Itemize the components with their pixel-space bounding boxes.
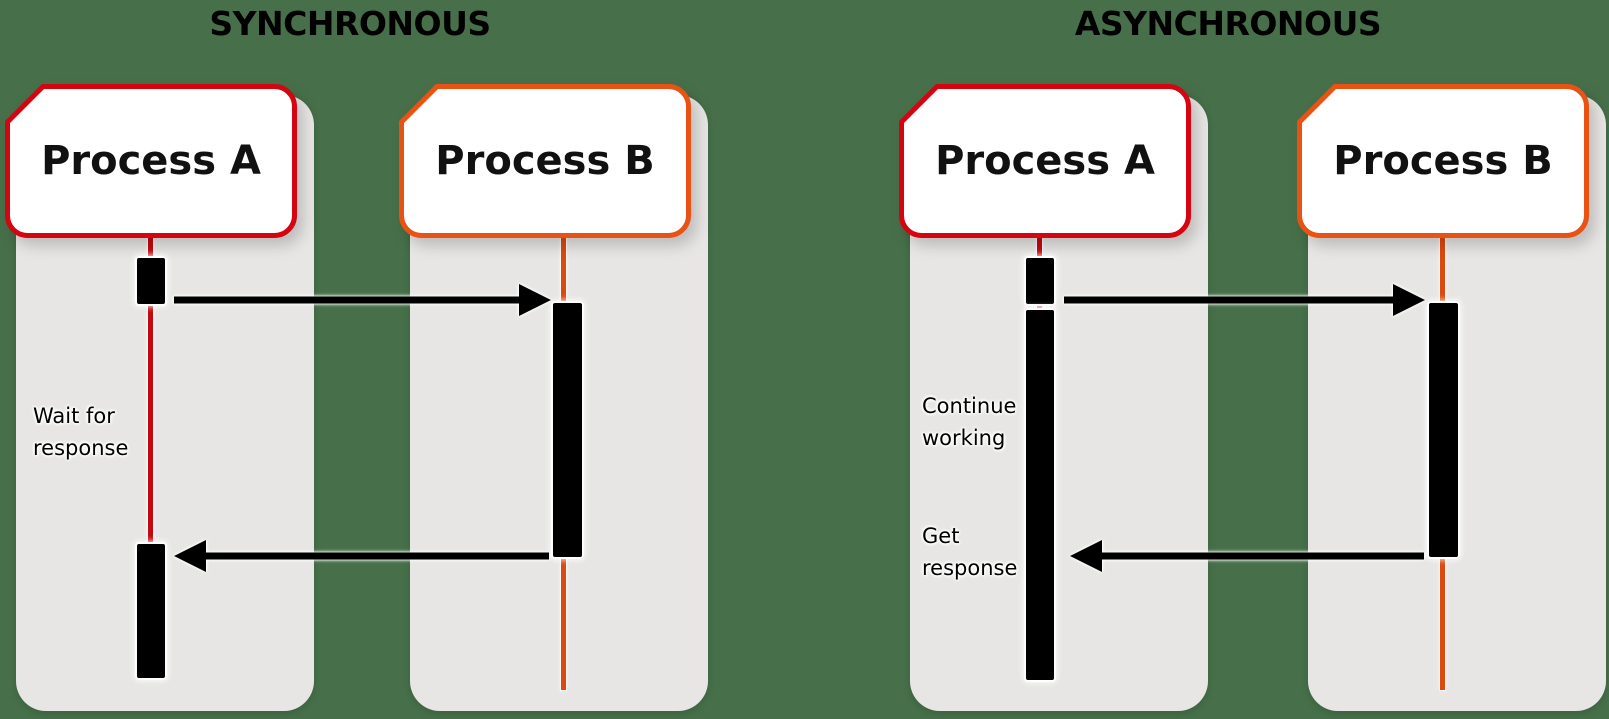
wait-for-response-label: Wait for response	[33, 400, 128, 464]
async-process-a-activation-bar-1	[1026, 258, 1054, 304]
annotation-line: working	[922, 426, 1006, 450]
annotation-line: response	[922, 556, 1018, 580]
arrowhead-left-icon	[1070, 540, 1102, 572]
sync-process-a-box: Process A	[5, 84, 297, 238]
arrowhead-left-icon	[174, 540, 206, 572]
process-box-shape	[1297, 84, 1589, 238]
async-process-a-activation-bar-2	[1026, 310, 1054, 680]
annotation-line: Wait for	[33, 404, 115, 428]
process-box-shape	[399, 84, 691, 238]
sync-request-arrow	[174, 284, 551, 316]
annotation-line: Continue	[922, 394, 1017, 418]
process-label: Process A	[935, 138, 1155, 184]
async-request-arrow	[1064, 284, 1425, 316]
sync-response-arrow	[174, 540, 549, 572]
process-label: Process B	[435, 138, 655, 184]
sync-process-b-box: Process B	[399, 84, 691, 238]
annotation-line: Get	[922, 524, 960, 548]
sync-process-b-activation-bar	[553, 303, 582, 557]
async-process-b-activation-bar	[1429, 303, 1458, 557]
process-box-shape	[5, 84, 297, 238]
get-response-label: Get response	[922, 520, 1017, 584]
sync-process-a-activation-bar-2	[137, 544, 165, 678]
arrowhead-right-icon	[519, 284, 551, 316]
sync-process-a-lifeline	[148, 238, 153, 551]
process-label: Process A	[41, 138, 261, 184]
asynchronous-title: ASYNCHRONOUS	[1074, 4, 1382, 43]
async-process-b-box: Process B	[1297, 84, 1589, 238]
process-box-shape	[899, 84, 1191, 238]
annotation-line: response	[33, 436, 129, 460]
process-label: Process B	[1333, 138, 1553, 184]
async-response-arrow	[1070, 540, 1424, 572]
continue-working-label: Continue working	[922, 390, 1016, 454]
sync-process-a-activation-bar-1	[137, 258, 165, 304]
synchronous-title: SYNCHRONOUS	[209, 4, 491, 43]
arrowhead-right-icon	[1393, 284, 1425, 316]
async-process-a-box: Process A	[899, 84, 1191, 238]
